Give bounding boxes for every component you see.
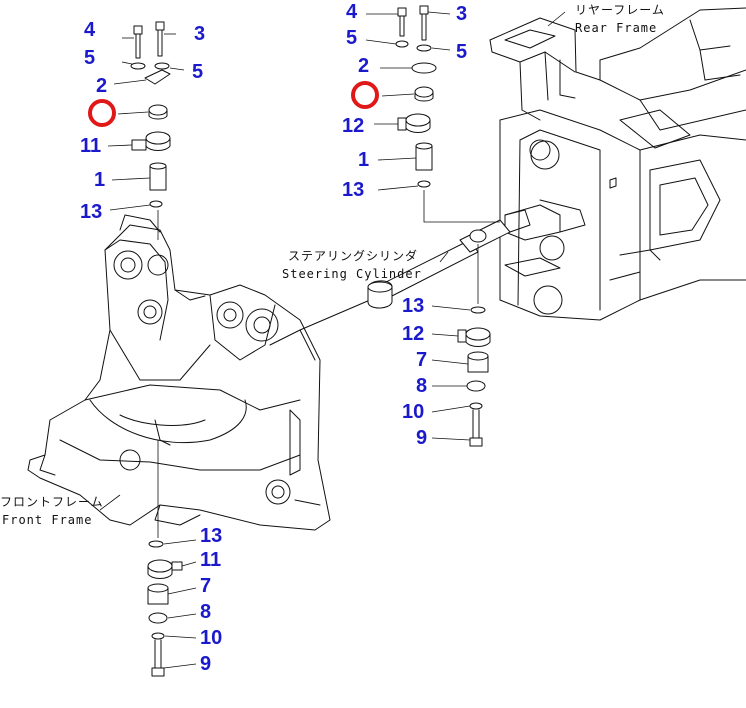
- callout-13: 13: [342, 179, 364, 201]
- front-frame-label-jp: フロントフレーム: [0, 495, 104, 509]
- callout-5: 5: [192, 61, 203, 83]
- steering-cylinder-label-jp: ステアリングシリンダ: [288, 248, 418, 263]
- callout-5: 5: [346, 27, 357, 49]
- callout-11: 11: [80, 135, 101, 157]
- highlight-callout-6: 6: [351, 81, 379, 109]
- callout-13: 13: [200, 525, 222, 547]
- steering-cylinder-drawing: [269, 209, 531, 361]
- middle-upper-parts: [395, 5, 500, 223]
- callout-13: 13: [402, 295, 424, 317]
- callout-10: 10: [402, 401, 424, 423]
- callout-8: 8: [416, 375, 427, 397]
- callout-2: 2: [96, 75, 107, 97]
- callout-6: 6: [360, 86, 370, 106]
- callout-1: 1: [358, 149, 369, 171]
- callout-4: 4: [84, 19, 96, 41]
- callout-8: 8: [200, 601, 211, 623]
- rear-frame-drawing: [489, 7, 746, 321]
- callout-9: 9: [200, 653, 211, 675]
- leaders-labels: [99, 11, 566, 511]
- front-frame-label-en: Front Frame: [2, 513, 92, 527]
- callout-6: 6: [97, 104, 107, 124]
- callout-1: 1: [94, 169, 105, 191]
- rear-frame-label-en: Rear Frame: [575, 21, 657, 35]
- highlight-ring: [351, 81, 379, 109]
- callout-7: 7: [200, 575, 211, 597]
- left-lower-parts: [147, 440, 183, 677]
- left-upper-parts: [130, 21, 171, 240]
- callout-10: 10: [200, 627, 222, 649]
- steering-cylinder-label-en: Steering Cylinder: [282, 267, 422, 281]
- callout-9: 9: [416, 427, 427, 449]
- highlight-ring: [88, 99, 116, 127]
- callout-7: 7: [416, 349, 427, 371]
- callout-5: 5: [456, 41, 467, 63]
- callout-4: 4: [346, 1, 358, 23]
- callout-2: 2: [358, 55, 369, 77]
- callout-12: 12: [402, 323, 424, 345]
- highlight-callout-6: 6: [88, 99, 116, 127]
- callout-3: 3: [194, 23, 205, 45]
- middle-lower-parts: [457, 244, 491, 447]
- callout-3: 3: [456, 3, 467, 25]
- callout-12: 12: [342, 115, 364, 137]
- callout-11: 11: [200, 549, 221, 571]
- leaders-left-lower: [163, 539, 197, 669]
- leaders-middle-upper: [365, 11, 451, 191]
- leaders-left-upper: [107, 33, 185, 211]
- leaders-middle-lower: [431, 305, 471, 441]
- callout-13: 13: [80, 201, 102, 223]
- front-frame-drawing: [27, 214, 331, 531]
- callout-5: 5: [84, 47, 95, 69]
- rear-frame-label-jp: リヤーフレーム: [575, 3, 665, 17]
